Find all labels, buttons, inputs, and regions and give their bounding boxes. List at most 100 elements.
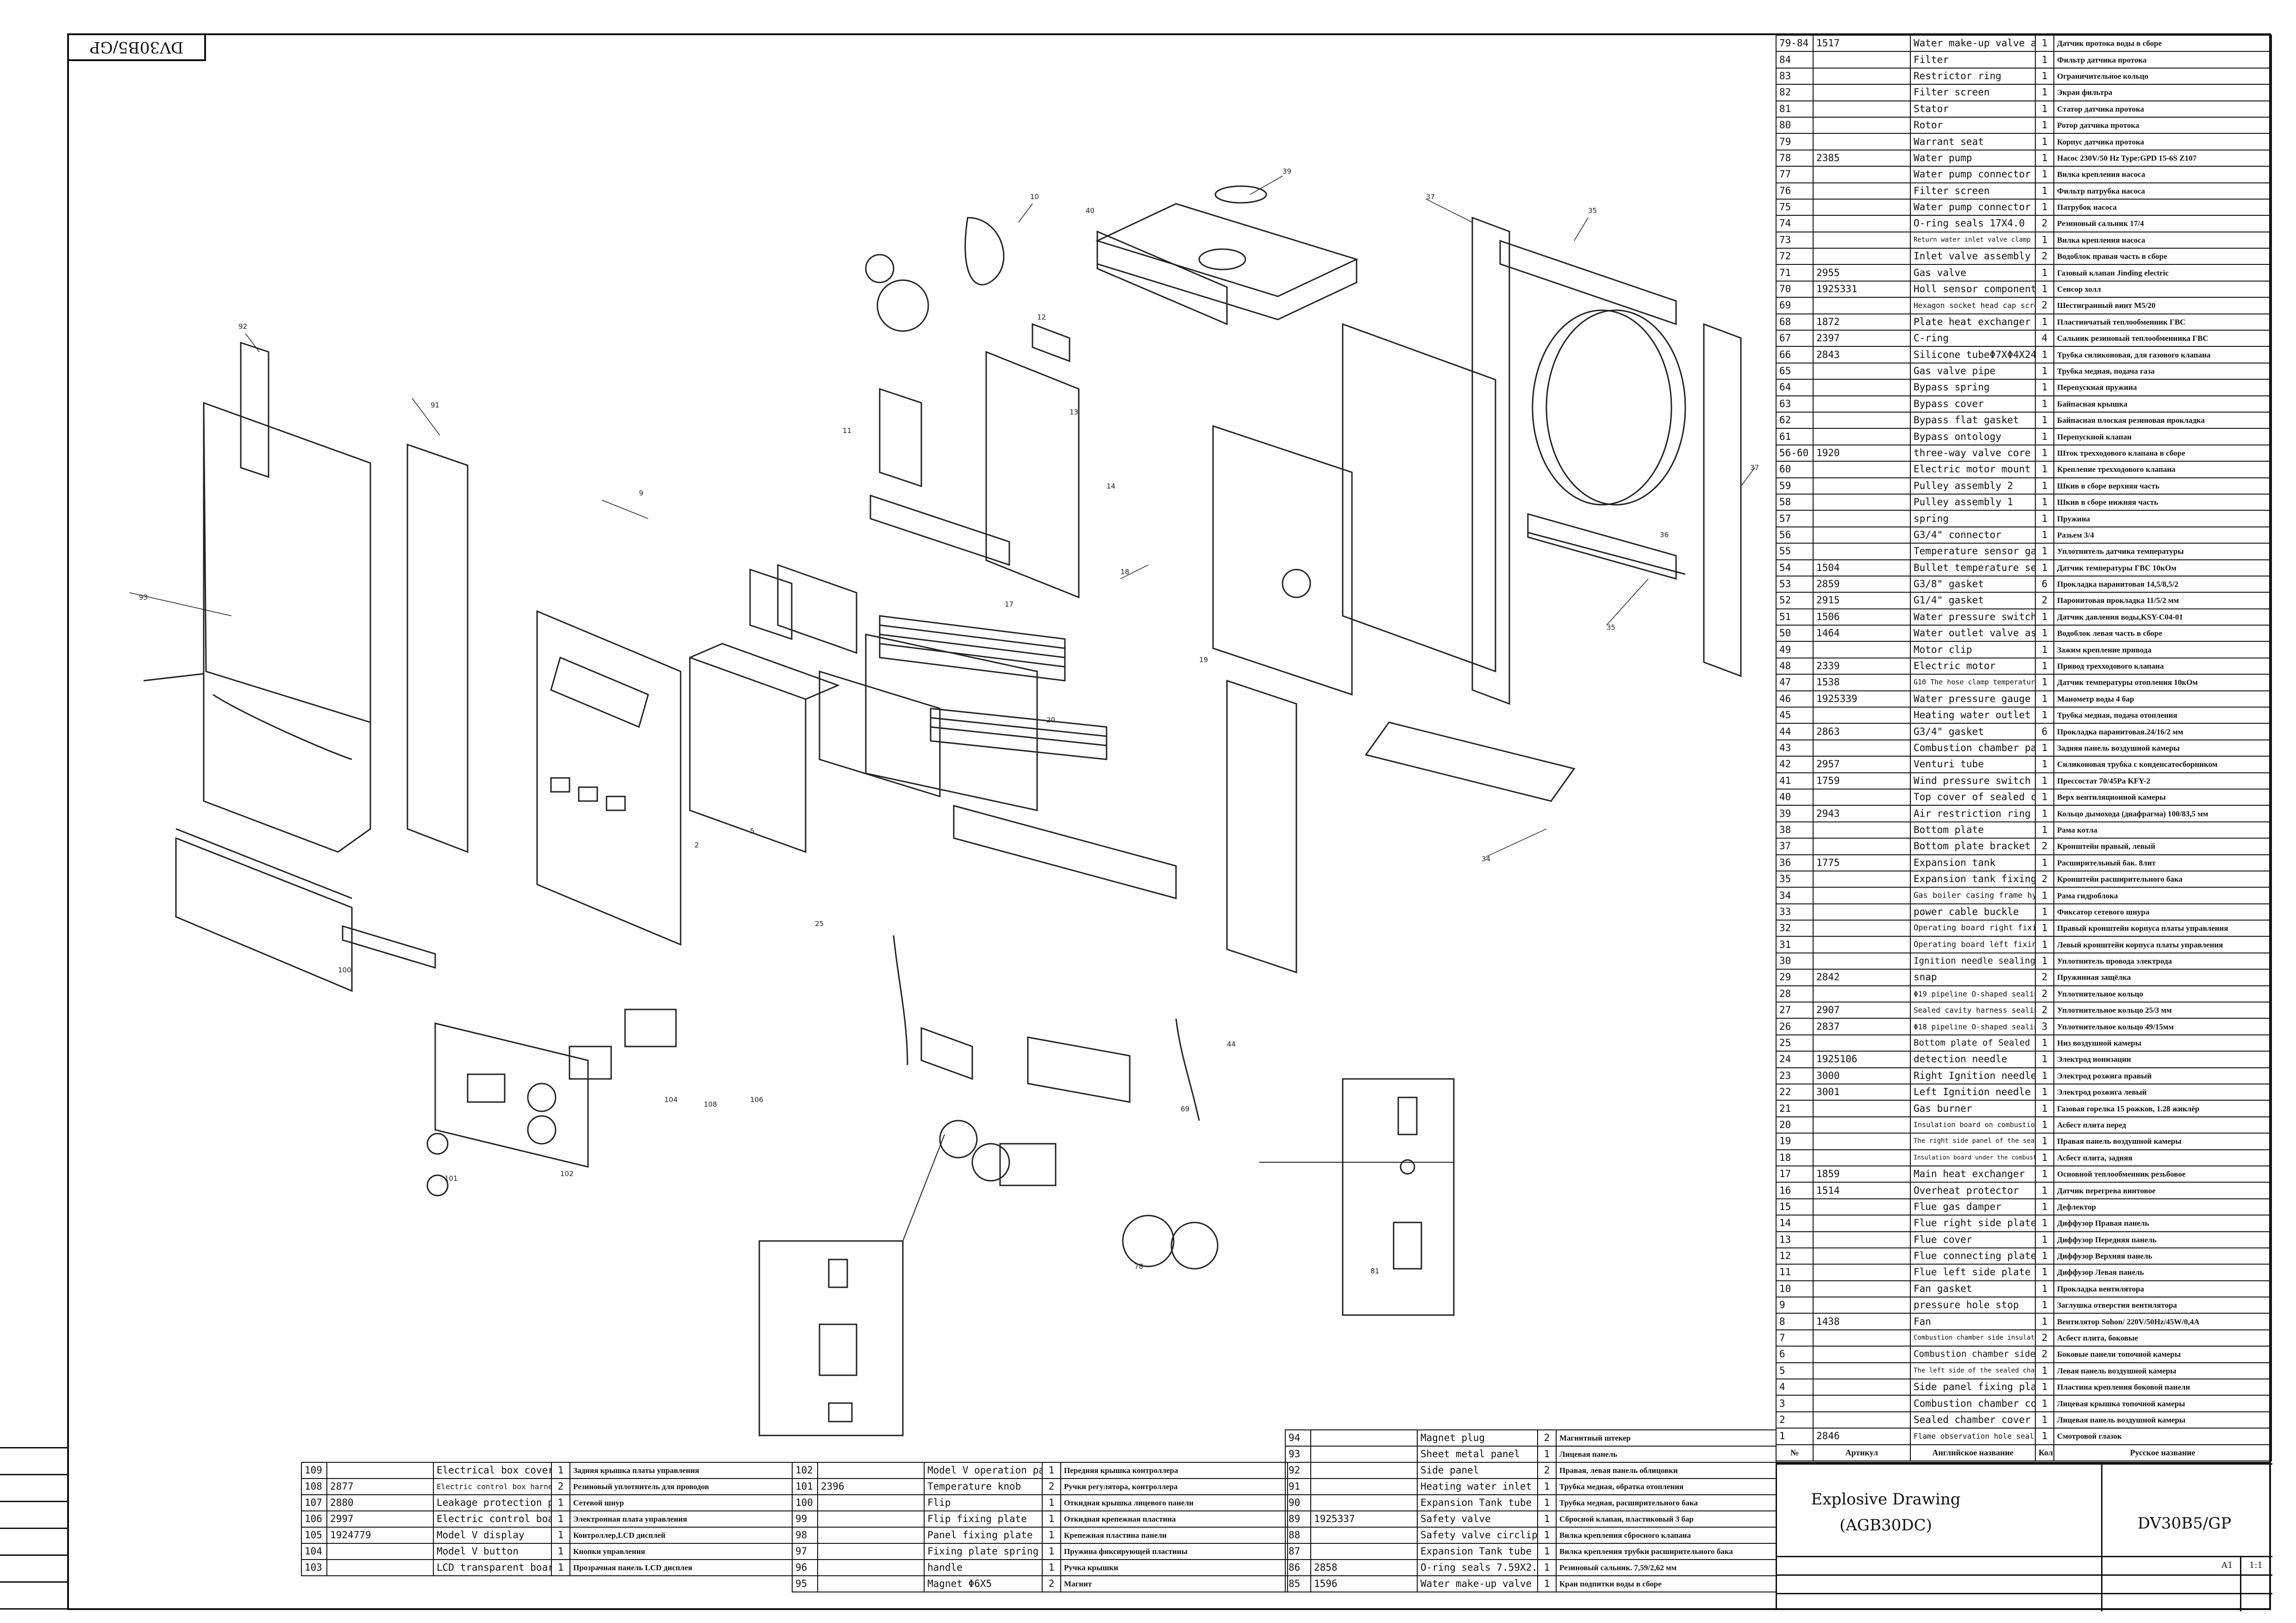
item-no: 92 bbox=[1285, 1462, 1311, 1479]
russian-name: Рама гидроблока bbox=[2053, 887, 2272, 904]
item-no: 100 bbox=[792, 1494, 818, 1511]
english-name: Safety valve circlip bbox=[1417, 1527, 1538, 1544]
russian-name: Пружина фиксирующей пластины bbox=[1060, 1543, 1288, 1560]
quantity: 1 bbox=[2035, 952, 2054, 970]
item-no: 55 bbox=[1776, 543, 1814, 560]
russian-name: Левая панель воздушной камеры bbox=[2053, 1362, 2272, 1380]
article-no: 1925337 bbox=[1310, 1510, 1418, 1528]
item-no: 36 bbox=[1776, 854, 1814, 871]
quantity: 3 bbox=[2035, 1018, 2054, 1035]
english-name: Filter screen bbox=[1910, 182, 2036, 200]
svg-text:108: 108 bbox=[704, 1100, 717, 1109]
english-name: Sheet metal panel bbox=[1417, 1446, 1538, 1463]
english-name: Filter bbox=[1910, 51, 2036, 69]
russian-name: Диффузор Левая панель bbox=[2053, 1264, 2272, 1281]
item-no: 49 bbox=[1776, 641, 1814, 658]
russian-name: Магнитный штекер bbox=[1556, 1429, 1777, 1447]
article-no bbox=[1813, 461, 1911, 478]
russian-name: Рама котла bbox=[2053, 821, 2272, 839]
quantity: 6 bbox=[2035, 723, 2054, 740]
article-no bbox=[1813, 707, 1911, 724]
item-no: 46 bbox=[1776, 690, 1814, 708]
quantity: 2 bbox=[1537, 1462, 1557, 1479]
combustion-chamber bbox=[689, 564, 1038, 853]
item-no: 102 bbox=[792, 1462, 818, 1479]
russian-name: Уплотнитель датчика температуры bbox=[2053, 543, 2272, 560]
english-name: Sealed chamber cover bbox=[1910, 1411, 2036, 1429]
english-name: Stator bbox=[1910, 100, 2036, 118]
english-name: Bottom plate bbox=[1910, 821, 2036, 839]
russian-name: Асбест плита, задняя bbox=[2053, 1149, 2272, 1166]
article-no bbox=[817, 1494, 925, 1511]
article-no bbox=[1813, 428, 1911, 445]
russian-name: Асбест плита, боковые bbox=[2053, 1329, 2272, 1347]
item-no: 24 bbox=[1776, 1051, 1814, 1068]
drawing-model: (AGB30DC) bbox=[1839, 1516, 1932, 1535]
article-no bbox=[1813, 1149, 1911, 1166]
english-name: Heating water outlet pipe bbox=[1910, 707, 2036, 724]
russian-name: Манометр воды 4 бар bbox=[2053, 690, 2272, 708]
russian-name: Крепление трехходового клапана bbox=[2053, 461, 2272, 478]
english-name: Return water inlet valve clamp spring (c… bbox=[1910, 231, 2036, 249]
article-no: 2843 bbox=[1813, 346, 1911, 363]
item-no: 109 bbox=[301, 1462, 327, 1479]
quantity: 1 bbox=[2035, 428, 2054, 445]
russian-name: Передняя крышка контроллера bbox=[1060, 1462, 1288, 1479]
item-no: 5 bbox=[1776, 1362, 1814, 1380]
item-no: 45 bbox=[1776, 707, 1814, 724]
title-block-drawing-no: DV30B5/GP bbox=[2137, 1514, 2232, 1533]
english-name: Water outlet valve assembly bbox=[1910, 625, 2036, 642]
article-no bbox=[1813, 1247, 1911, 1265]
english-name: Magnet Φ6X5 bbox=[924, 1575, 1043, 1592]
article-no: 1759 bbox=[1813, 772, 1911, 790]
item-no: 72 bbox=[1776, 248, 1814, 265]
article-no bbox=[1310, 1494, 1418, 1511]
quantity: 1 bbox=[2035, 313, 2054, 331]
quantity: 1 bbox=[2035, 1100, 2054, 1117]
svg-text:39: 39 bbox=[1283, 167, 1291, 175]
quantity: 2 bbox=[2035, 1329, 2054, 1347]
item-no: 1 bbox=[1776, 1428, 1814, 1445]
russian-name: Газовая горелка 15 рожков, 1.28 жиклёр bbox=[2053, 1100, 2272, 1117]
russian-name: Уплотнительное кольцо 49/15мм bbox=[2053, 1018, 2272, 1035]
svg-text:9: 9 bbox=[639, 489, 644, 497]
article-no bbox=[1813, 1346, 1911, 1363]
article-no bbox=[1813, 1133, 1911, 1150]
english-name: Plate heat exchanger bbox=[1910, 313, 2036, 331]
article-no bbox=[1813, 362, 1911, 380]
quantity: 1 bbox=[551, 1559, 570, 1576]
hydraulic-block bbox=[893, 805, 1219, 1270]
item-no: 89 bbox=[1285, 1510, 1311, 1528]
english-name: Gas valve pipe bbox=[1910, 362, 2036, 380]
quantity: 1 bbox=[2035, 788, 2054, 806]
english-name: Expansion Tank tube bbox=[1417, 1494, 1538, 1511]
item-no: 22 bbox=[1776, 1083, 1814, 1101]
quantity: 1 bbox=[2035, 1280, 2054, 1298]
item-no: 91 bbox=[1285, 1478, 1311, 1495]
english-name: Leakage protection plug bbox=[433, 1494, 552, 1511]
article-no: 1920 bbox=[1813, 444, 1911, 462]
bom-header-english: Английское название bbox=[1910, 1444, 2036, 1461]
item-no: 66 bbox=[1776, 346, 1814, 363]
quantity: 1 bbox=[2035, 379, 2054, 396]
russian-name: Пружинная защёлка bbox=[2053, 969, 2272, 986]
quantity: 1 bbox=[2035, 854, 2054, 871]
article-no: 2396 bbox=[817, 1478, 925, 1495]
article-no bbox=[817, 1575, 925, 1592]
article-no bbox=[1813, 215, 1911, 232]
